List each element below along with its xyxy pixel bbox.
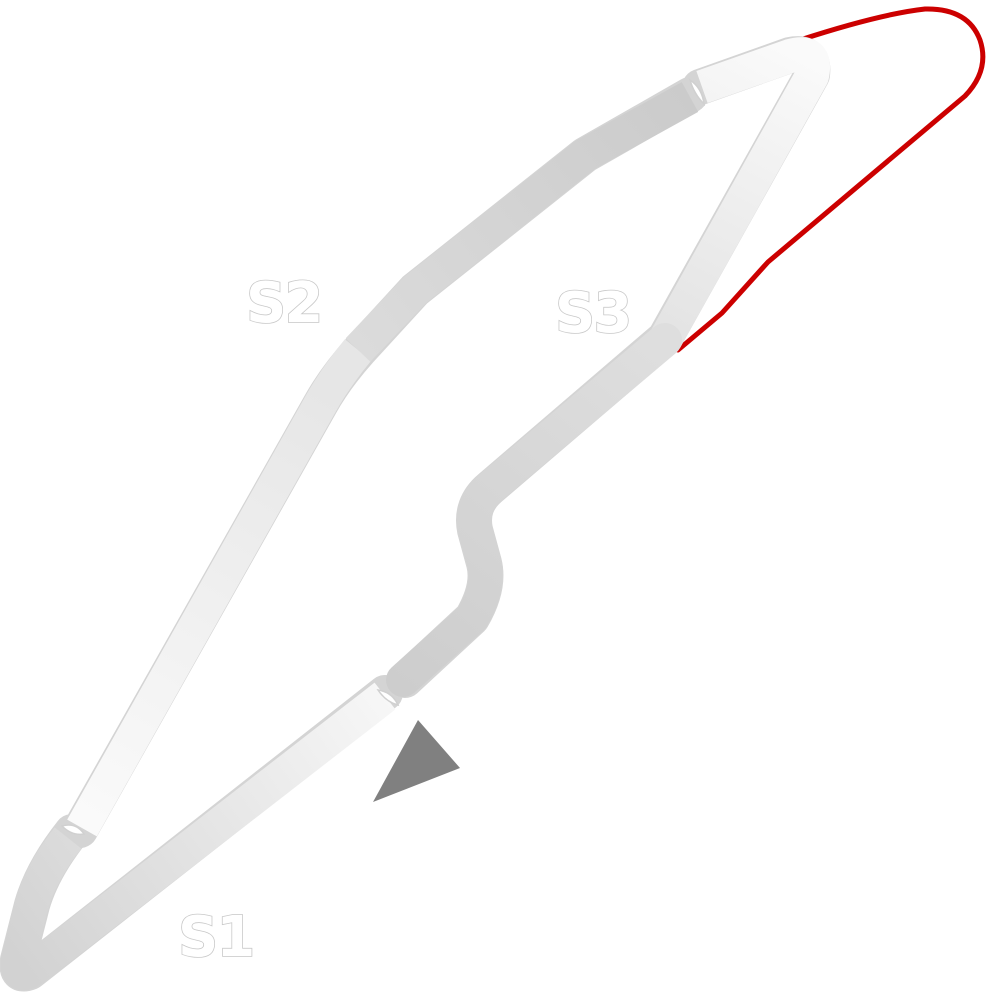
sector-boundary-marker [60, 78, 706, 836]
sector-boundary-marker-s1 [60, 824, 86, 836]
sector-label-s3: S3 [555, 281, 630, 346]
track-sector-1-main [0, 682, 396, 991]
track-sector-3-final [386, 323, 682, 697]
sector-label-s2: S2 [246, 271, 321, 336]
pit-lane [675, 6, 986, 353]
sector-boundary-marker-start [376, 689, 400, 707]
track-sector-3-hairpin [650, 37, 830, 349]
track-sector-1-back-straight [67, 339, 372, 837]
track-outline [0, 36, 831, 992]
sector-boundary-marker-s3 [688, 78, 706, 107]
sector-label-s1: S1 [178, 905, 253, 970]
direction-arrow-icon [373, 720, 460, 802]
track-sector-2 [345, 82, 699, 362]
